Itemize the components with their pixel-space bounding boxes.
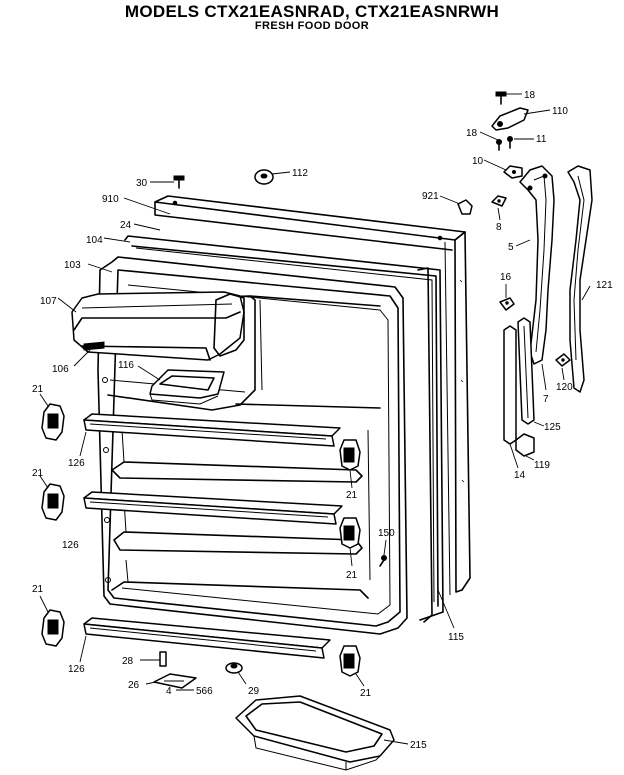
shelf-bracket-right-middle [339,517,361,549]
clip-28 [159,651,167,667]
callout-125: 125 [544,422,561,433]
screw-18-mid [496,139,502,151]
callout-16: 16 [500,272,512,283]
callout-215: 215 [410,740,427,751]
page-title: MODELS CTX21EASNRAD, CTX21EASNRWH [124,2,500,21]
callout-104: 104 [86,235,103,246]
callout-21: 21 [346,570,358,581]
handle-trim-121 [567,165,593,393]
callout-29: 29 [248,686,260,697]
callout-106: 106 [52,364,69,375]
callout-7: 7 [543,394,549,405]
callout-112: 112 [292,168,308,179]
screw-16 [499,297,515,311]
hinge-cover-110 [491,107,529,131]
shelf-bar-middle [83,491,343,525]
callout-24: 24 [120,220,132,231]
callout-566: 566 [196,686,213,697]
callout-126: 126 [62,540,79,551]
callout-18: 18 [466,128,478,139]
leader-lines [39,93,591,745]
callout-21: 21 [346,490,358,501]
label-26 [153,673,197,689]
callout-4: 4 [166,686,172,697]
callout-5: 5 [508,242,514,253]
callout-21: 21 [32,584,44,595]
callout-115: 115 [448,632,464,643]
screw-18-top [495,91,507,105]
callout-116: 116 [118,360,134,371]
screw-11 [507,136,513,149]
door-handle-5 [519,165,555,365]
butter-tray [149,369,225,405]
callout-14: 14 [514,470,526,481]
callout-21: 21 [32,384,44,395]
shelf-bar-upper [83,413,341,447]
plug-112 [254,169,274,185]
page-subtitle: FRESH FOOD DOOR [254,20,370,32]
dairy-compartment-door [71,291,245,361]
callout-10: 10 [472,156,484,167]
shelf-bracket-left-middle [41,483,65,521]
callout-921: 921 [422,191,439,202]
callout-150: 150 [378,528,395,539]
callout-120: 120 [556,382,573,393]
plug-29 [225,662,243,674]
hinge-plate-10 [503,165,523,179]
callout-103: 103 [64,260,81,271]
callout-11: 11 [536,134,547,145]
callout-126: 126 [68,664,85,675]
callout-121: 121 [596,280,613,291]
callout-119: 119 [534,460,550,471]
screw-150 [379,555,387,567]
screw-120 [555,353,571,367]
trim-strip-14 [503,325,517,445]
shelf-bar-lower [83,617,331,659]
shelf-bracket-left-upper [41,403,65,441]
callout-910: 910 [102,194,119,205]
door-bin-215 [235,695,395,771]
callout-126: 126 [68,458,85,469]
shelf-bracket-left-lower [41,609,65,647]
callout-107: 107 [40,296,57,307]
trim-strip-125 [517,317,535,425]
callout-18: 18 [524,90,536,101]
door-outer-panel [154,195,471,596]
cap-119 [515,433,535,457]
callout-21: 21 [32,468,44,479]
shelf-bracket-right-lower [339,645,361,677]
callout-110: 110 [552,106,568,117]
callout-30: 30 [136,178,148,189]
callout-26: 26 [128,680,140,691]
clip-8 [491,195,507,207]
door-gasket [124,235,444,623]
shelf-bracket-right-upper [339,439,361,471]
plug-921 [457,199,473,215]
callout-8: 8 [496,222,502,233]
callout-21: 21 [360,688,372,699]
screw-30 [173,175,185,189]
callout-28: 28 [122,656,134,667]
callout-labels: 18 110 18 11 10 30 112 910 921 24 8 104 … [32,90,613,751]
